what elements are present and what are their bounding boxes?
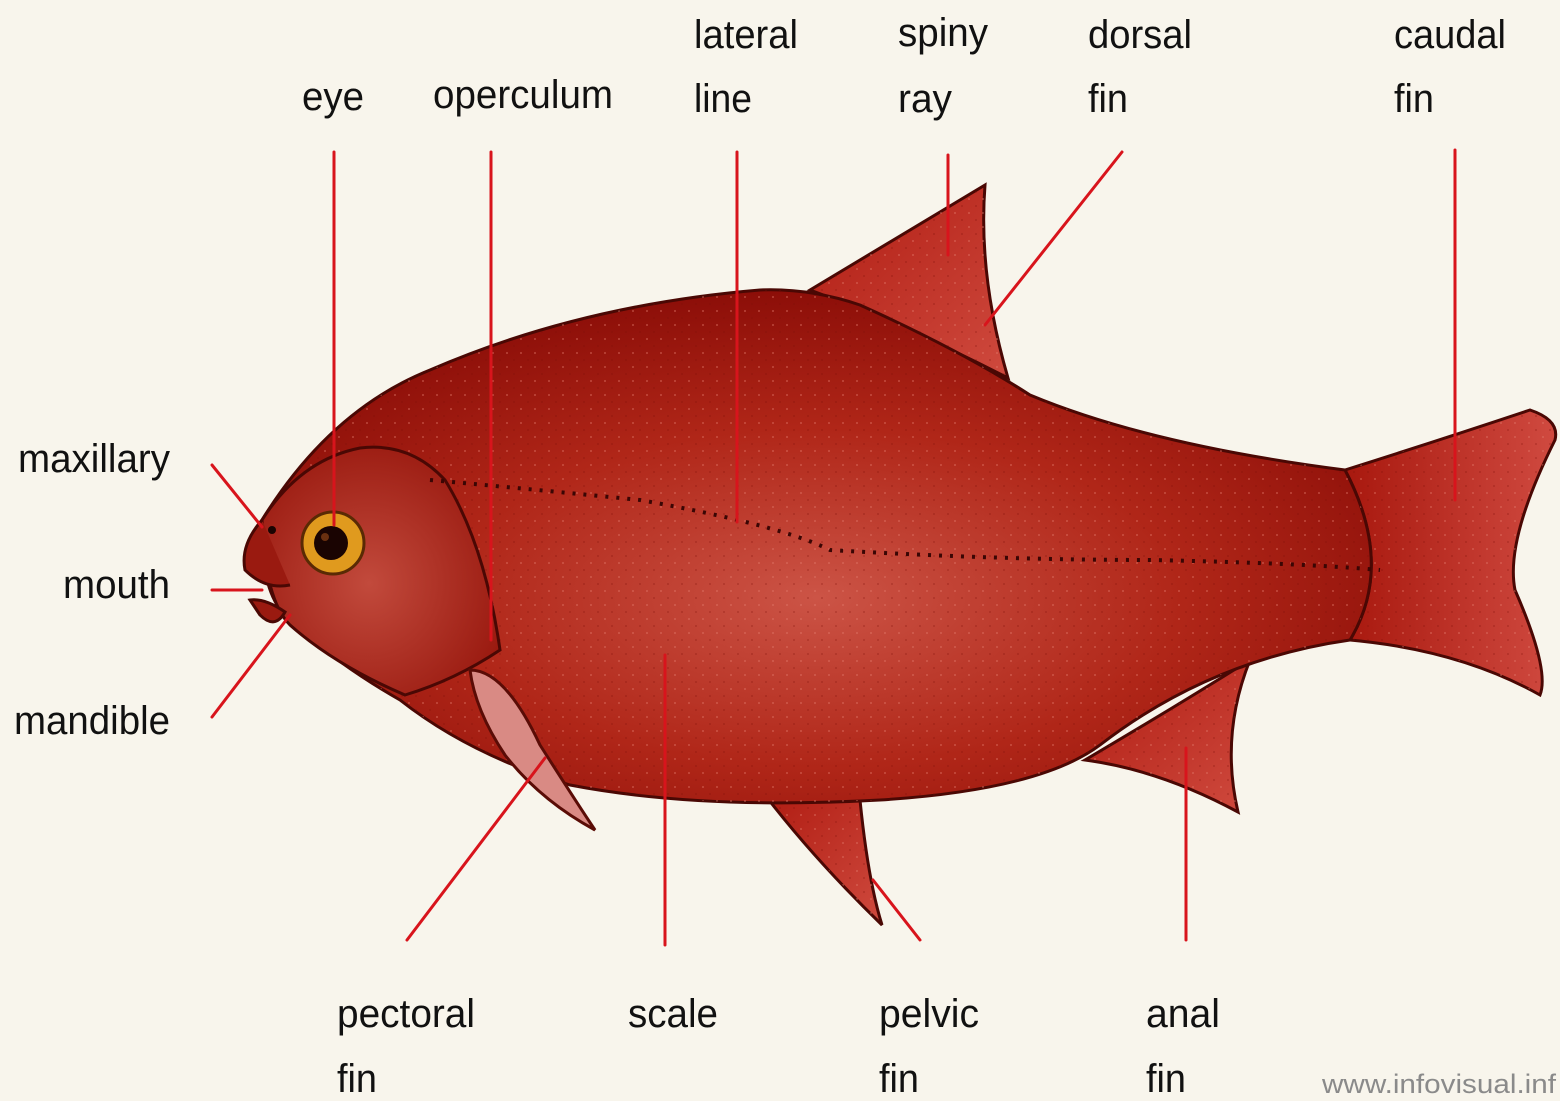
label-caudal-fin-1: caudal	[1394, 13, 1506, 57]
label-mouth: mouth	[63, 563, 170, 607]
label-caudal-fin-2: fin	[1394, 77, 1434, 121]
label-spiny-ray-1: spiny	[898, 11, 988, 55]
label-pectoral-fin-1: pectoral	[337, 992, 475, 1036]
label-scale: scale	[628, 992, 718, 1036]
label-maxillary: maxillary	[18, 437, 170, 481]
label-spiny-ray-2: ray	[898, 77, 952, 121]
label-pelvic-fin-2: fin	[879, 1057, 919, 1101]
label-lateral-line-2: line	[694, 77, 752, 121]
label-dorsal-fin-2: fin	[1088, 77, 1128, 121]
label-pelvic-fin-1: pelvic	[879, 992, 979, 1036]
label-operculum: operculum	[433, 73, 613, 117]
label-dorsal-fin-1: dorsal	[1088, 13, 1192, 57]
label-mandible: mandible	[14, 699, 170, 743]
label-lateral-line-1: lateral	[694, 13, 798, 57]
label-eye: eye	[302, 75, 364, 119]
label-anal-fin-2: fin	[1146, 1057, 1186, 1101]
nostril	[268, 526, 276, 534]
label-pectoral-fin-2: fin	[337, 1057, 377, 1101]
label-anal-fin-1: anal	[1146, 992, 1220, 1036]
watermark: www.infovisual.inf	[1321, 1069, 1557, 1099]
